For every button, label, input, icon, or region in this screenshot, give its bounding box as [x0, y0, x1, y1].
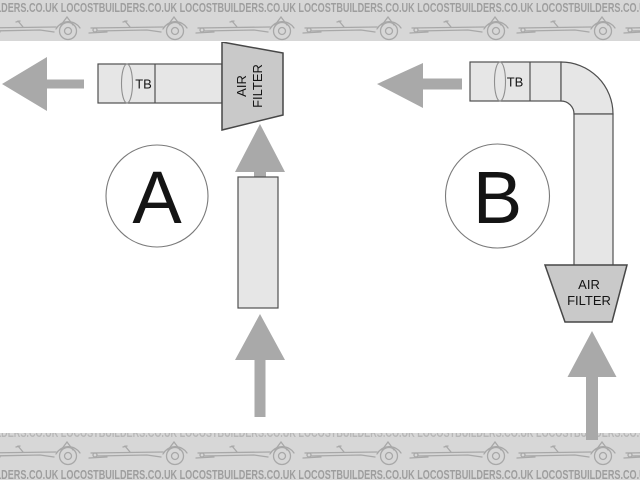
air-filter-a [221, 42, 284, 131]
locost-car-icon [0, 16, 81, 41]
air-filter-b [543, 264, 628, 323]
intake-duct-horizontal-a [97, 63, 223, 104]
watermark-car-row [0, 16, 640, 41]
throttle-body-label-a: TB [135, 77, 152, 92]
air-filter-label-a-line2: FILTER [250, 64, 265, 108]
locost-car-icon [195, 16, 295, 41]
locost-car-icon [516, 16, 616, 41]
locost-car-icon [302, 16, 402, 41]
option-a-letter: A [132, 156, 182, 239]
watermark-banner-top: LOCOSTBUILDERS.CO.UK LOCOSTBUILDERS.CO.U… [0, 0, 640, 41]
locost-car-icon [623, 452, 640, 459]
diagram-option-a: TB AIR FILTER A [2, 42, 285, 417]
feed-duct-vertical-a [237, 176, 279, 309]
locost-car-icon [409, 16, 509, 41]
airflow-up-arrow-a-mid [235, 124, 285, 177]
air-filter-label-b-line2: FILTER [567, 293, 611, 308]
airflow-left-arrow-a [2, 57, 84, 111]
airflow-left-arrow-b [377, 63, 462, 108]
locost-car-icon [0, 441, 81, 466]
throttle-body-label-b: TB [507, 75, 524, 90]
throttle-butterfly-a [120, 63, 134, 104]
locost-car-icon [409, 441, 509, 466]
locost-car-icon [195, 441, 295, 466]
locost-car-icon [623, 27, 640, 34]
option-b-circle [444, 143, 551, 249]
locost-car-icon [88, 441, 188, 466]
watermark-car-row [0, 441, 640, 467]
watermark-text-row: LOCOSTBUILDERS.CO.UK LOCOSTBUILDERS.CO.U… [0, 0, 640, 15]
intake-layout-diagram: TB AIR FILTER A TB [2, 42, 628, 440]
airflow-up-arrow-a-bottom [235, 314, 285, 417]
throttle-butterfly-b [493, 61, 507, 102]
intake-duct-horizontal-b [469, 61, 562, 102]
elbow-duct-b [560, 61, 614, 115]
air-filter-label-a-line1: AIR [234, 75, 249, 97]
option-a-circle [105, 144, 209, 248]
locost-car-icon [516, 441, 616, 466]
locost-car-icon [302, 441, 402, 466]
watermark-banner-bottom: LOCOSTBUILDERS.CO.UK LOCOSTBUILDERS.CO.U… [0, 433, 640, 480]
diagram-option-b: TB AIR FILTER B [377, 61, 628, 440]
locost-car-icon [88, 16, 188, 41]
airflow-up-arrow-b-bottom [567, 331, 617, 440]
option-b-letter: B [473, 156, 522, 239]
watermark-text-row: LOCOSTBUILDERS.CO.UK LOCOSTBUILDERS.CO.U… [0, 467, 640, 480]
down-duct-vertical-b [573, 113, 614, 267]
watermark-text-row-clipped: LOCOSTBUILDERS.CO.UK LOCOSTBUILDERS.CO.U… [0, 433, 640, 439]
air-filter-label-b-line1: AIR [578, 277, 600, 292]
